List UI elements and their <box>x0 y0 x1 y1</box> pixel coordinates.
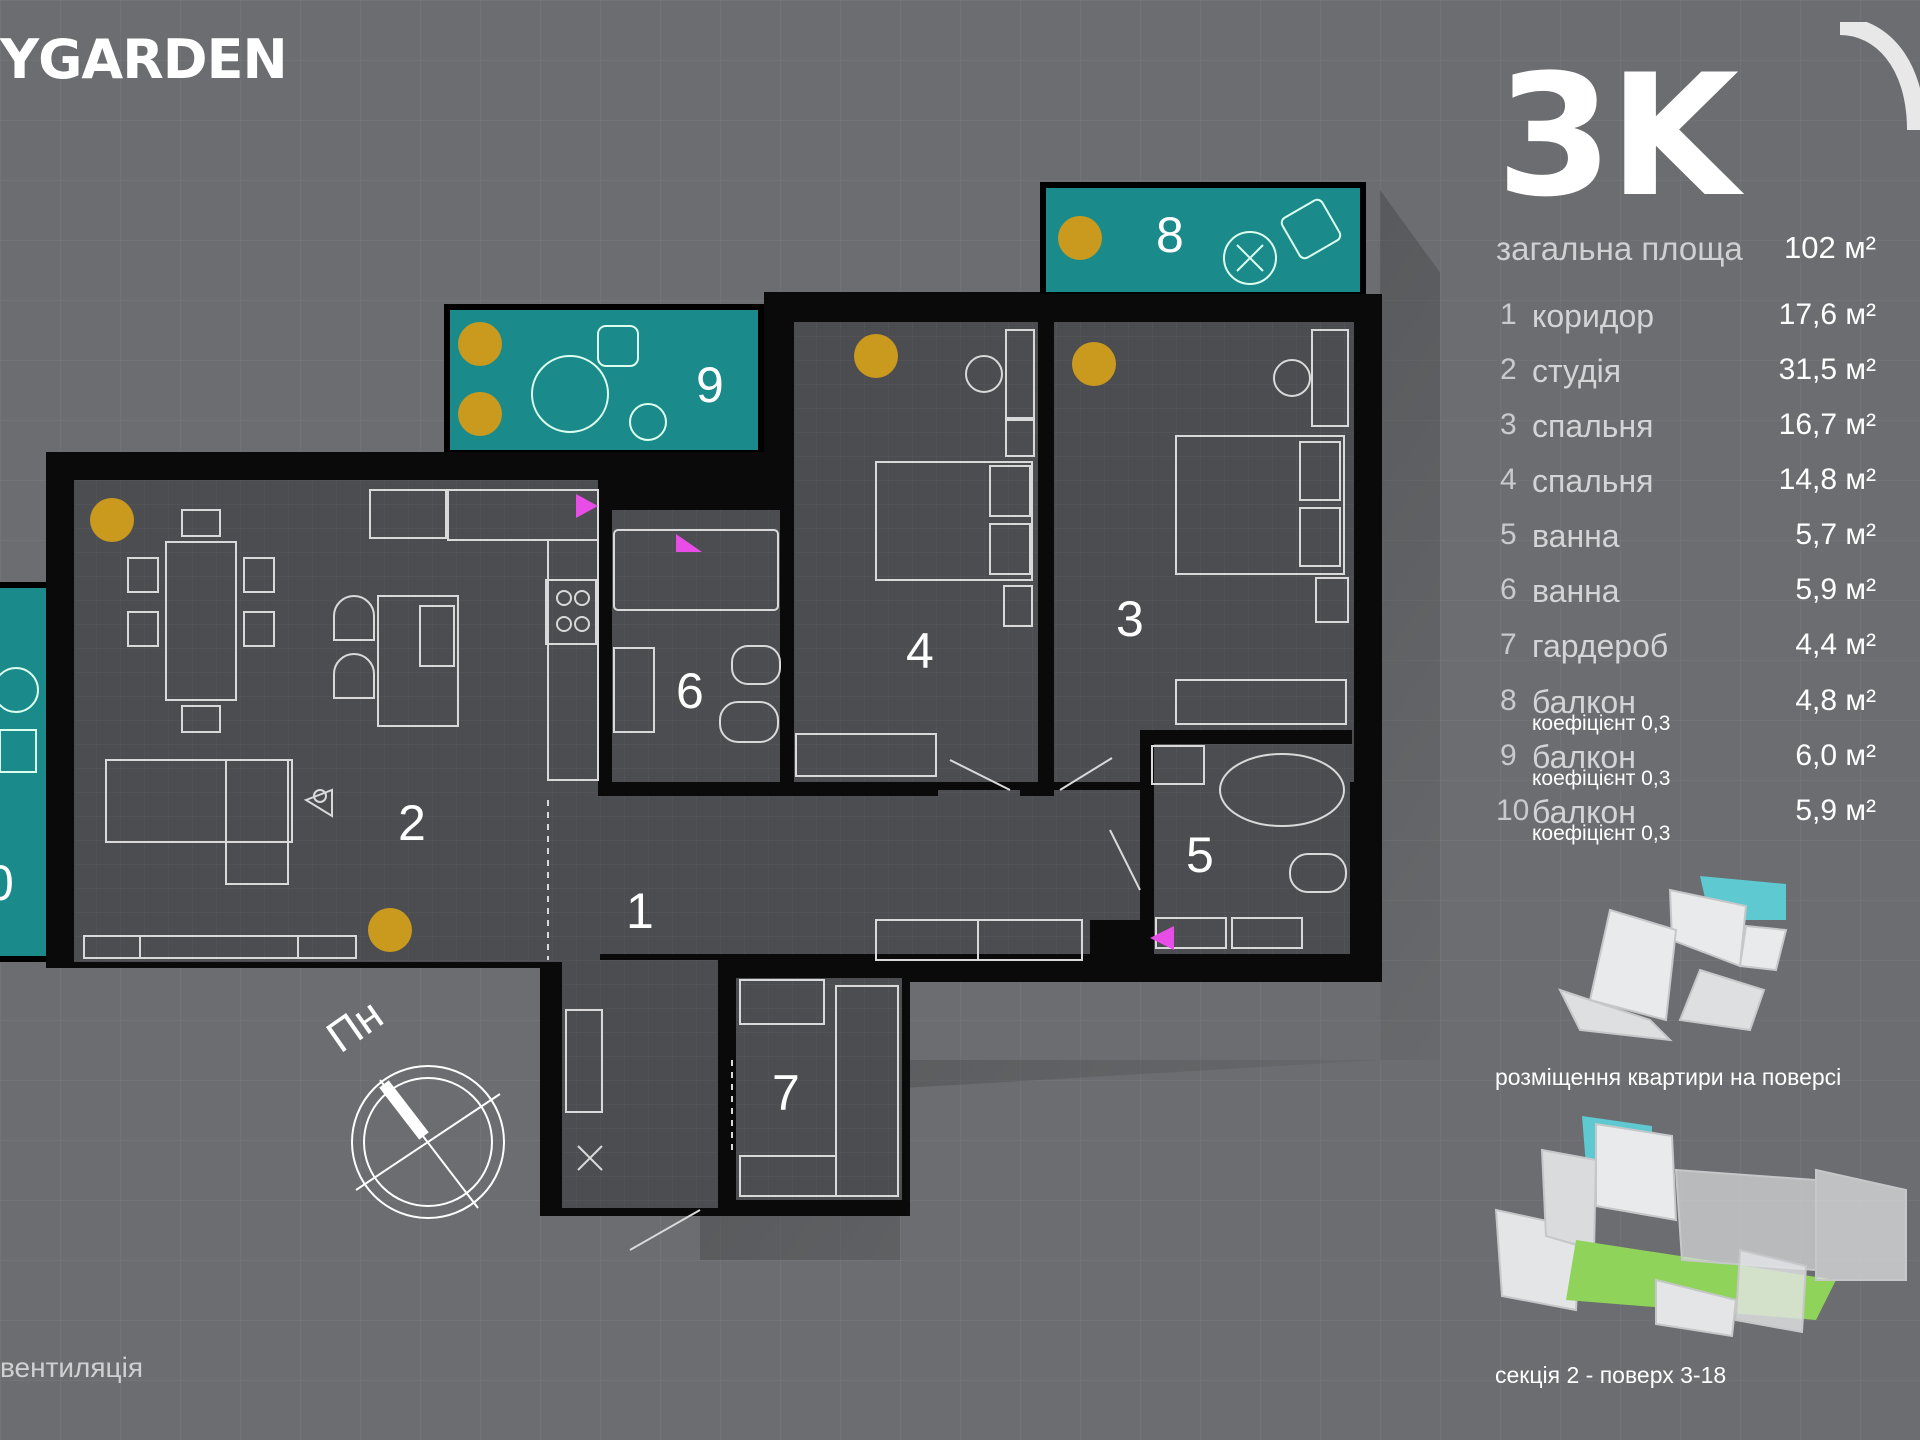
total-area-row: загальна площа 102 м² <box>1496 230 1876 274</box>
room-number: 8 <box>1500 684 1517 717</box>
room-row: 4 спальня 14,8 м² <box>1496 463 1876 503</box>
room-name: балкон <box>1532 739 1636 775</box>
room-label-8: 8 <box>1156 207 1184 263</box>
total-area-value: 102 м² <box>1784 230 1876 265</box>
room-row: 5 ванна 5,7 м² <box>1496 518 1876 558</box>
floor-placement-diagram <box>1558 876 1788 1042</box>
room-number: 6 <box>1500 573 1517 606</box>
room-name: балкон <box>1532 684 1636 720</box>
room-number: 1 <box>1500 298 1517 331</box>
compass-icon <box>351 1065 505 1219</box>
plant-icon <box>458 392 502 436</box>
room-number: 9 <box>1500 739 1517 772</box>
room-name: спальня <box>1532 463 1654 499</box>
room-name: ванна <box>1532 518 1620 554</box>
room-number: 4 <box>1500 463 1517 496</box>
room-area: 4,4 м² <box>1795 628 1876 661</box>
room-area: 17,6 м² <box>1778 298 1876 331</box>
room-number: 5 <box>1500 518 1517 551</box>
ventilation-legend: вентиляція <box>0 1352 143 1383</box>
room-name: гардероб <box>1532 628 1669 664</box>
room-label-4: 4 <box>906 623 934 679</box>
room-area: 5,7 м² <box>1795 518 1876 551</box>
room-name: коридор <box>1532 298 1655 334</box>
room-row: 2 студія 31,5 м² <box>1496 353 1876 393</box>
room-name: балкон <box>1532 794 1636 830</box>
apartment-type: 3K <box>1496 38 1739 234</box>
studio-furniture <box>83 489 599 959</box>
room-number: 10 <box>1496 794 1530 827</box>
room-area: 31,5 м² <box>1778 353 1876 386</box>
room-coefficient: коефіцієнт 0,3 <box>1532 712 1671 735</box>
plant-icon <box>90 498 134 542</box>
floor-plan: 8 9 0 <box>0 182 1440 1260</box>
room-row: 1 коридор 17,6 м² <box>1496 298 1876 338</box>
room-area: 16,7 м² <box>1778 408 1876 441</box>
room-row: 7 гардероб 4,4 м² <box>1496 628 1876 668</box>
room-area: 5,9 м² <box>1795 573 1876 606</box>
room-area: 6,0 м² <box>1795 739 1876 772</box>
room-area: 14,8 м² <box>1778 463 1876 496</box>
room-row: 9 балкон 6,0 м² коефіцієнт 0,3 <box>1496 739 1876 793</box>
plant-icon <box>1072 342 1116 386</box>
room-name: студія <box>1532 353 1622 389</box>
room-coefficient: коефіцієнт 0,3 <box>1532 767 1671 790</box>
placement-caption: розміщення квартири на поверсі <box>1495 1064 1842 1090</box>
plant-icon <box>854 334 898 378</box>
room-number: 7 <box>1500 628 1517 661</box>
room-area: 5,9 м² <box>1795 794 1876 827</box>
plant-icon <box>1058 216 1102 260</box>
ventilation-markers <box>576 494 1174 950</box>
room-row: 6 ванна 5,9 м² <box>1496 573 1876 613</box>
room-label-7: 7 <box>772 1065 800 1121</box>
room-label-9: 9 <box>696 357 724 413</box>
bath-5-furniture <box>1151 745 1347 949</box>
room-row: 10 балкон 5,9 м² коефіцієнт 0,3 <box>1496 794 1876 848</box>
room-name: спальня <box>1532 408 1654 444</box>
room-area: 4,8 м² <box>1795 684 1876 717</box>
brand-logo: YGARDEN <box>0 28 288 91</box>
room-row: 3 спальня 16,7 м² <box>1496 408 1876 448</box>
room-label-6: 6 <box>676 663 704 719</box>
room-name: ванна <box>1532 573 1620 609</box>
section-diagram <box>1494 1116 1907 1338</box>
balcony-9: 9 <box>444 304 764 452</box>
room-coefficient: коефіцієнт 0,3 <box>1532 822 1671 845</box>
bath-6-furniture <box>613 529 781 743</box>
room-number: 3 <box>1500 408 1517 441</box>
room-label-5: 5 <box>1186 827 1214 883</box>
room-label-2: 2 <box>398 795 426 851</box>
corridor-furniture <box>547 757 1141 1251</box>
balcony-10: 0 <box>0 582 54 962</box>
plants <box>90 216 1116 952</box>
bedroom-4-furniture <box>795 329 1035 777</box>
room-number: 2 <box>1500 353 1517 386</box>
vent-marker-studio <box>576 494 598 518</box>
floors <box>74 322 1354 1208</box>
total-area-label: загальна площа <box>1496 230 1743 267</box>
section-caption: секція 2 - поверх 3-18 <box>1495 1362 1727 1388</box>
room-label-1: 1 <box>626 883 654 939</box>
room-row: 8 балкон 4,8 м² коефіцієнт 0,3 <box>1496 684 1876 738</box>
corner-arc-icon <box>1840 22 1920 131</box>
plant-icon <box>458 322 502 366</box>
room-label-10: 0 <box>0 855 14 911</box>
plant-icon <box>368 908 412 952</box>
room-label-3: 3 <box>1116 591 1144 647</box>
interior-walls <box>598 322 1352 1210</box>
bedroom-3-furniture <box>1175 329 1349 725</box>
